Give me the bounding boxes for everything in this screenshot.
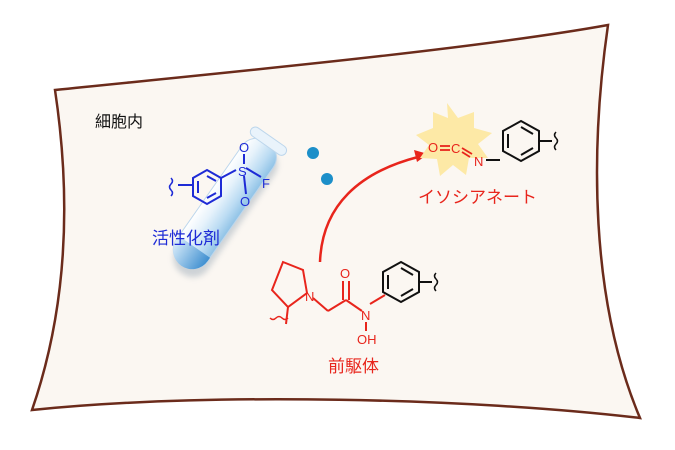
starburst-icon	[416, 103, 492, 176]
nitrogen-atom: N	[361, 308, 370, 323]
nitrogen-atom: N	[305, 289, 314, 304]
oxygen-atom: O	[428, 140, 438, 155]
droplet	[321, 173, 333, 185]
hydroxyl-group: OH	[357, 332, 377, 347]
nitrogen-atom: N	[474, 154, 483, 169]
activator-label: 活性化剤	[152, 229, 220, 249]
carbon-atom: C	[451, 141, 460, 156]
isocyanate-molecule	[440, 119, 559, 163]
activator-molecule	[168, 154, 262, 206]
oxygen-atom: O	[239, 140, 249, 155]
oxygen-atom: O	[240, 194, 250, 209]
isocyanate-label: イソシアネート	[418, 188, 537, 208]
droplet	[307, 147, 319, 159]
cell-interior-label: 細胞内	[95, 112, 143, 131]
fluorine-atom: F	[262, 176, 270, 191]
oxygen-atom: O	[340, 266, 350, 281]
sulfur-atom: S	[238, 164, 247, 179]
precursor-molecule	[269, 260, 439, 331]
precursor-label: 前駆体	[328, 357, 379, 377]
cell-membrane	[30, 23, 642, 420]
